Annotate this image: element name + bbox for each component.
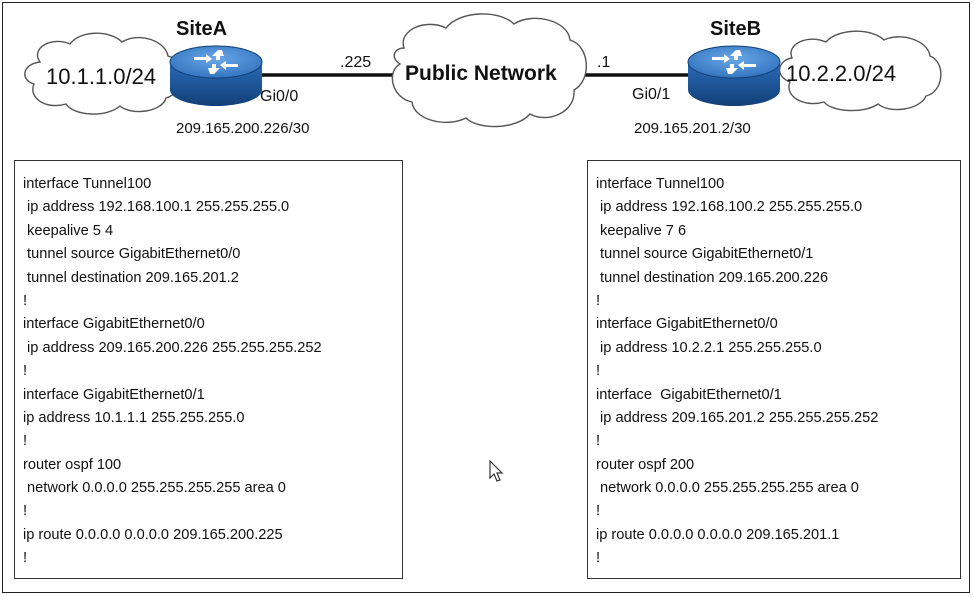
siteb-config-line: interface Tunnel100	[596, 176, 725, 192]
siteb-config-panel: interface Tunnel100 ip address 192.168.1…	[587, 160, 961, 579]
sitea-config-line: !	[23, 503, 28, 520]
siteb-config-line: interface GigabitEthernet0/0	[596, 316, 778, 333]
sitea-config-line: interface GigabitEthernet0/1	[23, 386, 205, 403]
router-siteb-icon	[687, 45, 781, 106]
siteb-config-line: ip address 209.165.201.2 255.255.255.252	[596, 409, 879, 426]
sitea-config-line: network 0.0.0.0 255.255.255.255 area 0	[23, 480, 286, 497]
siteb-config-line: !	[596, 363, 601, 380]
site-b-wan-ip: 209.165.201.2/30	[634, 120, 751, 137]
network-topology: SiteA SiteB 10.1.1.0/24 10.2.2.0/24 Publ…	[0, 0, 974, 150]
sitea-config-line: ip address 10.1.1.1 255.255.255.0	[23, 409, 245, 426]
sitea-config-line: ip address 192.168.100.1 255.255.255.0	[23, 199, 290, 216]
sitea-config-panel: interface Tunnel100 ip address 192.168.1…	[14, 160, 403, 579]
siteb-config-line: ip address 10.2.2.1 255.255.255.0	[596, 339, 822, 356]
site-a-wan-ip: 209.165.200.226/30	[176, 120, 310, 137]
public-left-octet: .225	[340, 54, 372, 71]
mouse-cursor-icon	[489, 460, 504, 482]
siteb-config-line: router ospf 200	[596, 456, 695, 473]
cloud-public-network	[391, 13, 588, 128]
siteb-config-line: tunnel source GigabitEthernet0/1	[596, 246, 814, 263]
cloud-lan-b	[779, 30, 942, 112]
sitea-config-line: router ospf 100	[23, 456, 122, 473]
site-b-interface-label: Gi0/1	[632, 86, 671, 103]
sitea-config-line: tunnel destination 209.165.201.2	[23, 269, 239, 286]
sitea-config-line: interface GigabitEthernet0/0	[23, 316, 205, 333]
public-right-octet: .1	[597, 54, 611, 71]
site-a-label: SiteA	[176, 18, 228, 40]
lan-b-label: 10.2.2.0/24	[786, 61, 897, 86]
siteb-config-line: network 0.0.0.0 255.255.255.255 area 0	[596, 480, 859, 497]
siteb-config-line: interface GigabitEthernet0/1	[596, 386, 782, 403]
siteb-config-line: !	[596, 503, 601, 520]
sitea-config-line: !	[23, 433, 28, 450]
siteb-config-line: ip route 0.0.0.0 0.0.0.0 209.165.201.1	[596, 526, 840, 543]
sitea-config-line: !	[23, 292, 28, 309]
sitea-config-line: tunnel source GigabitEthernet0/0	[23, 246, 241, 263]
public-network-label: Public Network	[405, 62, 557, 85]
siteb-config-line: !	[596, 550, 601, 567]
siteb-config-line: ip address 192.168.100.2 255.255.255.0	[596, 199, 863, 216]
sitea-config-line: !	[23, 550, 28, 567]
topology-graphics	[24, 13, 942, 128]
lan-a-label: 10.1.1.0/24	[46, 64, 157, 89]
sitea-config-line: interface Tunnel100	[23, 176, 152, 192]
sitea-config-line: !	[23, 363, 28, 380]
cloud-lan-a	[24, 32, 182, 115]
sitea-config-line: ip address 209.165.200.226 255.255.255.2…	[23, 339, 322, 356]
site-a-interface-label: Gi0/0	[260, 88, 299, 105]
siteb-config-line: !	[596, 433, 601, 450]
siteb-config-line: tunnel destination 209.165.200.226	[596, 269, 829, 286]
router-sitea-icon	[169, 45, 263, 106]
siteb-config-line: keepalive 7 6	[596, 222, 687, 239]
sitea-config-line: ip route 0.0.0.0 0.0.0.0 209.165.200.225	[23, 526, 283, 543]
site-b-label: SiteB	[710, 18, 762, 40]
siteb-config-line: !	[596, 292, 601, 309]
sitea-config-line: keepalive 5 4	[23, 222, 114, 239]
